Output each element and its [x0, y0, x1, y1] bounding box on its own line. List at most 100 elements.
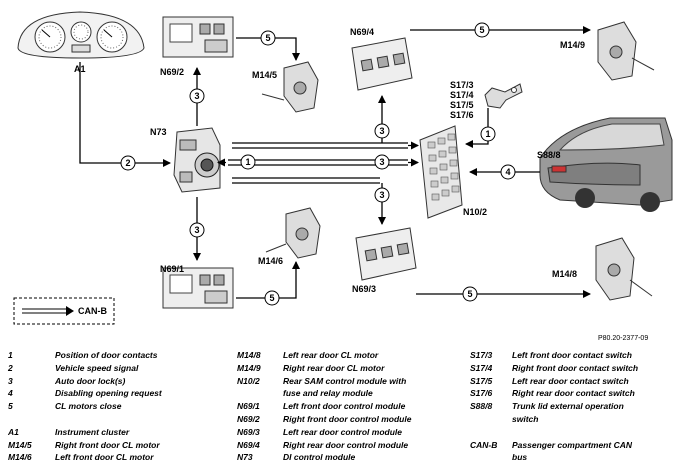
legend-row: fuse and relay module: [237, 387, 463, 400]
door-module-n69-3: [355, 227, 417, 281]
legend-description: Instrument cluster: [55, 426, 130, 437]
legend-key: [470, 413, 512, 426]
svg-text:1: 1: [245, 157, 250, 167]
legend-row: A1 Instrument cluster: [8, 426, 235, 439]
legend-key: CAN-B: [470, 439, 498, 450]
signal-lines: [79, 26, 591, 299]
legend-description: Auto door lock(s): [55, 375, 126, 386]
marker-3-n69-4: 3: [374, 123, 390, 139]
label-m14-6: M14/6: [258, 256, 283, 266]
legend-description: Right front door CL motor: [55, 439, 160, 450]
legend-key: N69/2: [237, 413, 260, 424]
door-module-n69-4: [351, 37, 413, 91]
legend-key: N10/2: [237, 375, 260, 386]
legend-description: fuse and relay module: [283, 388, 373, 399]
label-s17-4: S17/4: [450, 90, 474, 100]
legend-description: Right rear door CL motor: [283, 362, 385, 373]
di-control-module-n73: [173, 127, 221, 193]
legend-key: S17/6: [470, 388, 493, 399]
legend-row: N73 DI control module: [237, 451, 463, 464]
legend-row: [470, 426, 678, 439]
svg-text:1: 1: [485, 129, 490, 139]
legend-description: Left rear door control module: [283, 426, 403, 437]
label-s17-5: S17/5: [450, 100, 474, 110]
legend-description: Right front door control module: [283, 413, 412, 424]
legend-description: bus: [512, 452, 528, 463]
legend-key: [470, 451, 512, 464]
marker-2-speed: 2: [120, 155, 136, 171]
can-b-bus: [217, 141, 419, 184]
marker-3-can: 3: [374, 154, 390, 170]
legend-description: Left front door contact switch: [512, 350, 632, 360]
legend-description: [55, 413, 235, 426]
legend-description: DI control module: [283, 452, 356, 463]
legend-row: S88/8 Trunk lid external operation: [470, 400, 678, 413]
svg-text:5: 5: [269, 293, 274, 303]
door-module-n69-1: [162, 267, 234, 309]
marker-5-m14-6: 5: [264, 290, 280, 306]
legend-description: Trunk lid external operation: [512, 401, 624, 412]
label-n73: N73: [150, 127, 167, 137]
legend-key: [8, 413, 55, 426]
label-s17-3: S17/3: [450, 80, 474, 90]
label-m14-9: M14/9: [560, 40, 585, 50]
legend-key: A1: [8, 426, 19, 437]
legend-description: Right front door contact switch: [512, 362, 639, 373]
legend-row: [8, 413, 235, 426]
legend-key: 3: [8, 375, 13, 386]
instrument-cluster-a1: [17, 11, 145, 59]
legend-description: Left front door control module: [283, 401, 406, 412]
legend-description: Rear SAM control module with: [283, 375, 407, 386]
svg-text:3: 3: [194, 225, 199, 235]
legend-row: S17/3 Left front door contact switch: [470, 349, 678, 362]
can-b-legend-label: CAN-B: [78, 306, 107, 316]
marker-3-n69-2: 3: [189, 88, 205, 104]
legend-description: Position of door contacts: [55, 350, 158, 360]
legend-description: Passenger compartment CAN: [512, 439, 632, 450]
legend-row: bus: [470, 451, 678, 464]
legend-row: switch: [470, 413, 678, 426]
legend-key: S17/3: [470, 350, 493, 360]
legend-key: S88/8: [470, 401, 493, 412]
cl-motor-m14-8: [595, 237, 653, 301]
marker-3-n69-3: 3: [374, 187, 390, 203]
legend-key: N69/3: [237, 426, 260, 437]
marker-4-s88: 4: [500, 164, 516, 180]
legend-row: N10/2 Rear SAM control module with: [237, 375, 463, 388]
legend-key: N73: [237, 452, 253, 463]
legend-description: Vehicle speed signal: [55, 362, 139, 373]
marker-3-n69-1: 3: [189, 222, 205, 238]
legend-key: [470, 426, 512, 439]
label-m14-5: M14/5: [252, 70, 277, 80]
marker-1-s17: 1: [480, 126, 496, 142]
legend-row: CAN-B Passenger compartment CAN: [470, 439, 678, 452]
legend-row: N69/3 Left rear door control module: [237, 426, 463, 439]
label-s17-6: S17/6: [450, 110, 474, 120]
svg-text:2: 2: [125, 158, 130, 168]
door-contact-switch-s17: [484, 83, 523, 109]
marker-5-m14-9: 5: [474, 22, 490, 38]
svg-text:5: 5: [467, 289, 472, 299]
cl-motor-m14-5: [261, 61, 319, 113]
legend-key: M14/6: [8, 452, 32, 463]
label-n69-1: N69/1: [160, 264, 184, 274]
legend-key: M14/8: [237, 350, 261, 360]
label-m14-8: M14/8: [552, 269, 577, 279]
svg-text:3: 3: [379, 190, 384, 200]
legend-key: 4: [8, 388, 13, 399]
legend-description: Right rear door control module: [283, 439, 409, 450]
marker-5-m14-5: 5: [260, 30, 276, 46]
legend-row: 3 Auto door lock(s): [8, 375, 235, 388]
can-b-legend-box: CAN-B: [13, 297, 115, 325]
